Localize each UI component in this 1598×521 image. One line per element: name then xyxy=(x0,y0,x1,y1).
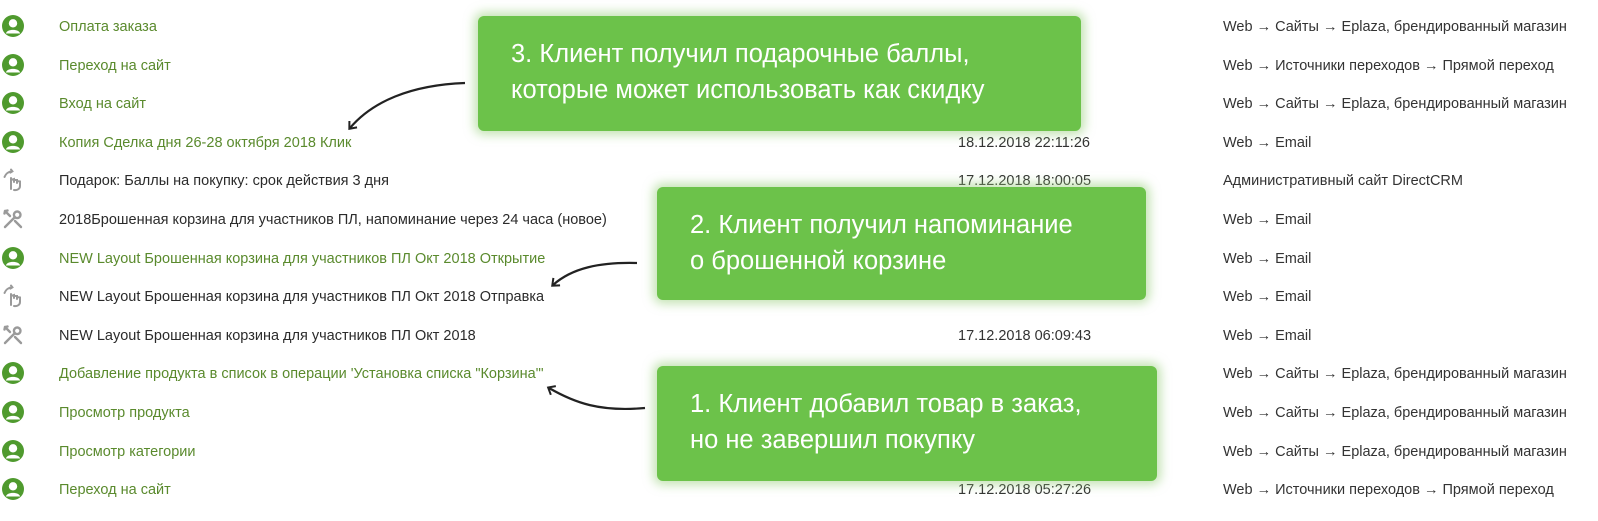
user-icon xyxy=(1,53,25,77)
callout-step-1-line-2: но не завершил покупку xyxy=(690,426,976,454)
event-row: Просмотр категории Web → Сайты → Eplaza, … xyxy=(0,434,1598,473)
event-name-link[interactable]: Оплата заказа xyxy=(59,19,157,35)
tools-icon xyxy=(1,323,25,347)
event-row: Подарок: Баллы на покупку: срок действия… xyxy=(0,163,1598,202)
event-row: Копия Сделка дня 26-28 октября 2018 Клик… xyxy=(0,125,1598,164)
callout-step-1-line-1: 1. Клиент добавил товар в заказ, xyxy=(690,390,1082,418)
event-timestamp: 17.12.2018 05:27:26 xyxy=(958,482,1092,499)
event-channel: Web → Email xyxy=(1223,134,1312,151)
event-name-link[interactable]: Добавление продукта в список в операции … xyxy=(59,366,544,383)
event-row: Вход на сайт Web → Сайты → Eplaza, бренди… xyxy=(0,86,1598,125)
callout-step-2: 2. Клиент получил напоминание о брошенно… xyxy=(657,187,1146,300)
event-channel: Web → Сайты → Eplaza, брендированный маг… xyxy=(1223,366,1567,383)
event-channel: Web → Email xyxy=(1223,289,1312,306)
callout-step-3: 3. Клиент получил подарочные баллы, кото… xyxy=(478,16,1081,131)
event-name-link[interactable]: Копия Сделка дня 26-28 октября 2018 Клик xyxy=(59,134,352,151)
event-name-link[interactable]: NEW Layout Брошенная корзина для участни… xyxy=(59,250,546,267)
callout-step-2-line-2: о брошенной корзине xyxy=(690,247,947,275)
event-name-link[interactable]: Переход на сайт xyxy=(59,57,171,74)
event-row: Переход на сайт Web → Источники переходов… xyxy=(0,48,1598,87)
event-row: NEW Layout Брошенная корзина для участни… xyxy=(0,318,1598,357)
user-icon xyxy=(1,14,25,38)
event-channel: Web → Источники переходов → Прямой перех… xyxy=(1223,57,1554,74)
event-channel: Web → Сайты → Eplaza, брендированный маг… xyxy=(1223,19,1567,35)
event-channel: Web → Источники переходов → Прямой перех… xyxy=(1223,482,1554,499)
callout-step-1: 1. Клиент добавил товар в заказ, но не з… xyxy=(657,366,1157,481)
event-name: NEW Layout Брошенная корзина для участни… xyxy=(59,289,545,306)
user-icon xyxy=(1,477,25,501)
event-row: NEW Layout Брошенная корзина для участни… xyxy=(0,241,1598,280)
hand-pointer-icon xyxy=(1,284,25,308)
event-name-link[interactable]: Просмотр категории xyxy=(59,443,196,460)
event-channel: Web → Email xyxy=(1223,327,1312,344)
event-row: Оплата заказа Web → Сайты → Eplaza, бренд… xyxy=(0,9,1598,48)
event-channel: Web → Email xyxy=(1223,211,1312,228)
user-icon xyxy=(1,361,25,385)
user-icon xyxy=(1,400,25,424)
event-channel: Web → Сайты → Eplaza, брендированный маг… xyxy=(1223,404,1567,421)
tools-icon xyxy=(1,207,25,231)
user-icon xyxy=(1,130,25,154)
event-timestamp: 17.12.2018 18:00:05 xyxy=(958,173,1092,190)
event-channel: Web → Email xyxy=(1223,250,1312,267)
event-row: Переход на сайт 17.12.2018 05:27:26 Web → … xyxy=(0,472,1598,511)
event-name: Подарок: Баллы на покупку: срок действия… xyxy=(59,173,389,190)
user-icon xyxy=(1,91,25,115)
callout-step-3-line-1: 3. Клиент получил подарочные баллы, xyxy=(511,40,970,68)
event-name: NEW Layout Брошенная корзина для участни… xyxy=(59,327,476,344)
event-timestamp: 18.12.2018 22:11:26 xyxy=(958,134,1090,151)
event-channel: Web → Сайты → Eplaza, брендированный маг… xyxy=(1223,443,1567,460)
callout-step-3-line-2: которые может использовать как скидку xyxy=(511,76,985,104)
event-row: 2018Брошенная корзина для участников ПЛ,… xyxy=(0,202,1598,241)
user-icon xyxy=(1,246,25,270)
event-channel: Административный сайт DirectCRM xyxy=(1223,173,1463,190)
event-timestamp: 17.12.2018 06:09:43 xyxy=(958,327,1092,344)
event-name-link[interactable]: Переход на сайт xyxy=(59,482,171,499)
callout-step-2-line-1: 2. Клиент получил напоминание xyxy=(690,211,1073,239)
event-name-link[interactable]: Просмотр продукта xyxy=(59,404,190,421)
event-row: NEW Layout Брошенная корзина для участни… xyxy=(0,279,1598,318)
event-channel: Web → Сайты → Eplaza, брендированный маг… xyxy=(1223,96,1567,113)
event-row: Просмотр продукта Web → Сайты → Eplaza, б… xyxy=(0,395,1598,434)
hand-pointer-icon xyxy=(1,168,25,192)
event-name: 2018Брошенная корзина для участников ПЛ,… xyxy=(59,211,607,228)
event-name-link[interactable]: Вход на сайт xyxy=(59,96,146,113)
user-icon xyxy=(1,439,25,463)
event-row: Добавление продукта в список в операции … xyxy=(0,356,1598,395)
